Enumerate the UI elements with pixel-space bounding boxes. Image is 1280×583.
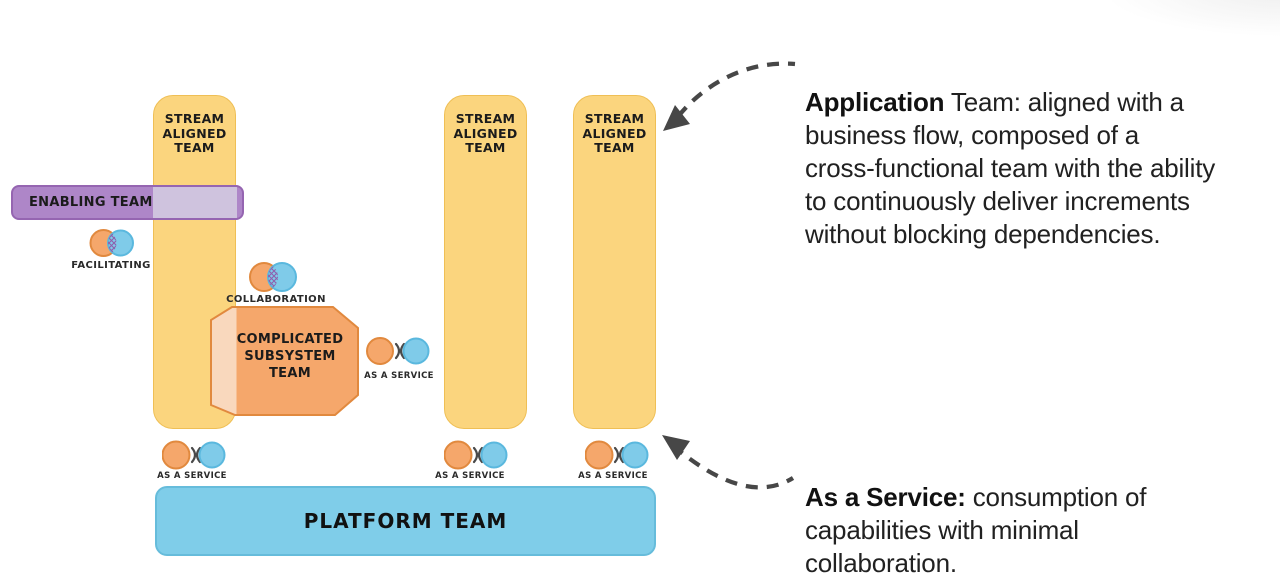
- enabling-team-overlap: [153, 187, 237, 218]
- platform-team: PLATFORM TEAM: [155, 486, 656, 556]
- stream-aligned-team-2-label: STREAM ALIGNED TEAM: [453, 111, 518, 155]
- platform-team-label: PLATFORM TEAM: [303, 509, 508, 533]
- as-a-service-arrow-dash: [668, 441, 795, 490]
- collaboration-venn-icon: [249, 262, 297, 292]
- as-a-service-annotation-body: consumption of capabilities with minimal…: [805, 482, 1147, 578]
- stream-aligned-team-3-label: STREAM ALIGNED TEAM: [582, 111, 647, 155]
- as-a-service-label-2: AS A SERVICE: [435, 471, 505, 481]
- application-annotation-body: Team: aligned with a business flow, comp…: [805, 87, 1216, 249]
- stream-aligned-team-2: STREAM ALIGNED TEAM: [444, 95, 527, 429]
- stream-aligned-team-1-label: STREAM ALIGNED TEAM: [162, 111, 227, 155]
- as-a-service-label-mid: AS A SERVICE: [364, 371, 434, 381]
- enabling-team-label: ENABLING TEAM: [29, 195, 153, 210]
- collaboration-label: COLLABORATION: [226, 294, 326, 305]
- application-team-annotation: Application Team: aligned with a busines…: [805, 53, 1275, 251]
- as-a-service-connector-icon: [162, 440, 226, 470]
- as-a-service-annotation: As a Service: consumption of capabilitie…: [805, 448, 1275, 580]
- as-a-service-connector-icon: [366, 337, 430, 365]
- application-annotation-lead: Application: [805, 87, 945, 117]
- as-a-service-connector-icon: [444, 440, 508, 470]
- application-arrowhead-icon: [663, 105, 690, 131]
- stream-aligned-team-1: STREAM ALIGNED TEAM: [153, 95, 236, 429]
- application-arrow-dash: [672, 61, 796, 124]
- enabling-team: ENABLING TEAM: [11, 185, 244, 220]
- as-a-service-annotation-lead: As a Service:: [805, 482, 966, 512]
- as-a-service-label-3: AS A SERVICE: [578, 471, 648, 481]
- stream-aligned-team-3: STREAM ALIGNED TEAM: [573, 95, 656, 429]
- as-a-service-label-1: AS A SERVICE: [157, 471, 227, 481]
- corner-shade: [1105, 0, 1280, 36]
- as-a-service-arrowhead-icon: [662, 435, 690, 460]
- facilitating-label: FACILITATING: [71, 260, 151, 271]
- facilitating-venn-icon: [89, 229, 134, 257]
- complicated-subsystem-team-label: COMPLICATED SUBSYSTEM TEAM: [236, 332, 344, 381]
- as-a-service-connector-icon: [585, 440, 649, 470]
